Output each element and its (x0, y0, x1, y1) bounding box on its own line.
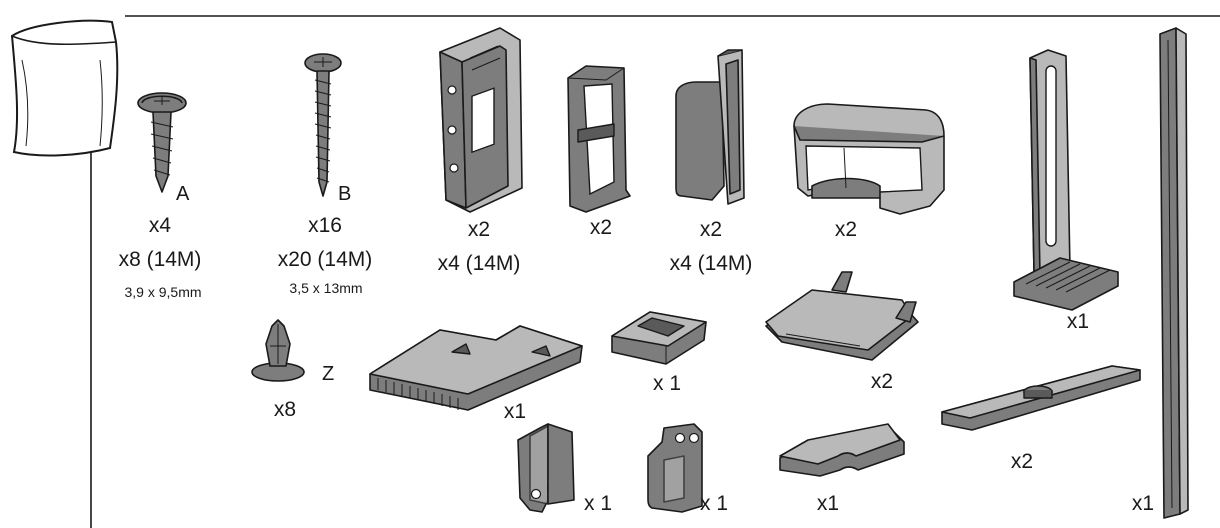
pin-cover-icon (765, 271, 919, 361)
screw-a-quantity: x4 (148, 214, 172, 237)
tray-quantity: x2 (1010, 450, 1034, 473)
channel-clip-icon (567, 65, 631, 213)
long-tray-icon (941, 365, 1141, 431)
small-clip-quantity: x 1 (652, 372, 682, 395)
notched-tab-plate-icon (779, 423, 905, 477)
toothed-plate-icon (369, 325, 583, 411)
left-corner-piece-icon (517, 423, 575, 513)
screw-b-letter: B (338, 183, 352, 205)
plastic-bag-icon (10, 19, 119, 157)
corner-left-quantity: x 1 (583, 492, 613, 515)
right-corner-piece-icon (647, 423, 703, 513)
tab-plate-quantity: x1 (816, 492, 840, 515)
screw-a-quantity-14m: x8 (14M) (118, 248, 202, 271)
long-screw-icon (304, 53, 342, 197)
end-cap-icon (793, 103, 945, 215)
pin-cover-quantity: x2 (870, 370, 894, 393)
plate-quantity: x1 (503, 400, 527, 423)
push-rivet-icon (251, 319, 305, 382)
screw-a-size: 3,9 x 9,5mm (124, 284, 202, 300)
flat-clip-quantity: x2 (699, 218, 723, 241)
small-clip-icon (611, 311, 707, 365)
screw-b-quantity-14m: x20 (14M) (277, 248, 373, 271)
flat-clip-icon (675, 49, 745, 205)
end-cap-quantity: x2 (834, 218, 858, 241)
screw-b-size: 3,5 x 13mm (289, 280, 363, 296)
rivet-letter: Z (322, 363, 335, 385)
screw-b-quantity: x16 (308, 214, 342, 237)
tall-bracket-quantity: x1 (1066, 310, 1090, 333)
channel-clip-quantity: x2 (589, 216, 613, 239)
rivet-quantity: x8 (273, 398, 297, 421)
short-screw-icon (137, 92, 187, 193)
long-rail-icon (1159, 27, 1189, 519)
rail-quantity: x1 (1131, 492, 1155, 515)
flat-clip-quantity-14m: x4 (14M) (669, 252, 753, 275)
bracket-quantity: x2 (467, 218, 491, 241)
tall-slotted-bracket-icon (1013, 49, 1119, 311)
mounting-bracket-icon (439, 27, 523, 213)
bracket-quantity-14m: x4 (14M) (437, 252, 521, 275)
screw-a-letter: A (176, 183, 190, 205)
corner-right-quantity: x 1 (699, 492, 729, 515)
